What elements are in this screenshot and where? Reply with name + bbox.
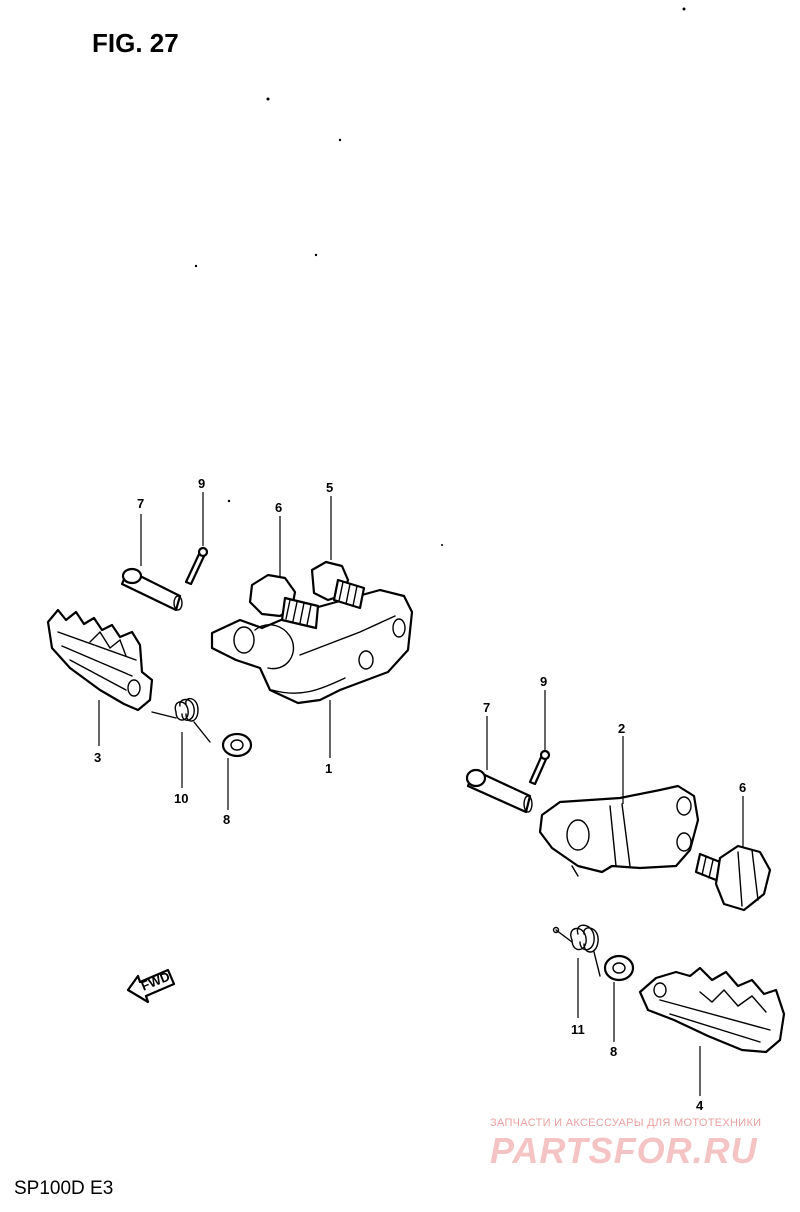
part-6-left-bolt xyxy=(248,573,320,630)
part-8-right-washer xyxy=(603,954,635,982)
callout-7-right: 7 xyxy=(483,700,490,715)
callout-10: 10 xyxy=(174,791,188,806)
part-4-right-footpeg xyxy=(638,966,786,1054)
callout-8-right: 8 xyxy=(610,1044,617,1059)
part-11-spring xyxy=(552,924,601,977)
callout-9-right: 9 xyxy=(540,674,547,689)
watermark-tagline: ЗАПЧАСТИ И АКСЕССУАРЫ ДЛЯ МОТОТЕХНИКИ xyxy=(490,1117,762,1129)
callout-1: 1 xyxy=(325,761,332,776)
part-9-left-cotter-pin xyxy=(184,546,209,586)
callout-2: 2 xyxy=(618,721,625,736)
callout-8-left: 8 xyxy=(223,812,230,827)
callout-9-left: 9 xyxy=(198,476,205,491)
part-10-spring xyxy=(151,697,211,743)
watermark-brand: PARTSFOR.RU xyxy=(490,1130,758,1171)
callout-11: 11 xyxy=(571,1022,585,1037)
callout-numbers: 7 9 6 5 1 3 10 8 7 9 2 6 11 8 4 xyxy=(94,476,746,1113)
part-5-bolt xyxy=(310,560,366,610)
callout-6-right: 6 xyxy=(739,780,746,795)
model-code: SP100D E3 xyxy=(14,1178,114,1199)
part-7-left-pin xyxy=(120,567,183,612)
callout-5: 5 xyxy=(326,480,333,495)
part-3-left-footpeg xyxy=(46,608,154,712)
part-9-right-cotter-pin xyxy=(528,749,551,786)
leader-lines xyxy=(98,492,744,1096)
part-6-right-bolt xyxy=(694,844,772,912)
part-7-right-pin xyxy=(465,768,533,814)
fwd-arrow-icon: FWD xyxy=(126,969,176,1004)
figure-title: FIG. 27 xyxy=(92,28,179,58)
callout-7-left: 7 xyxy=(137,496,144,511)
scan-specks xyxy=(194,7,686,546)
callout-6-left: 6 xyxy=(275,500,282,515)
callout-3: 3 xyxy=(94,750,101,765)
callout-4: 4 xyxy=(696,1098,704,1113)
part-8-left-washer xyxy=(221,732,253,758)
part-2-right-bracket xyxy=(538,784,700,877)
